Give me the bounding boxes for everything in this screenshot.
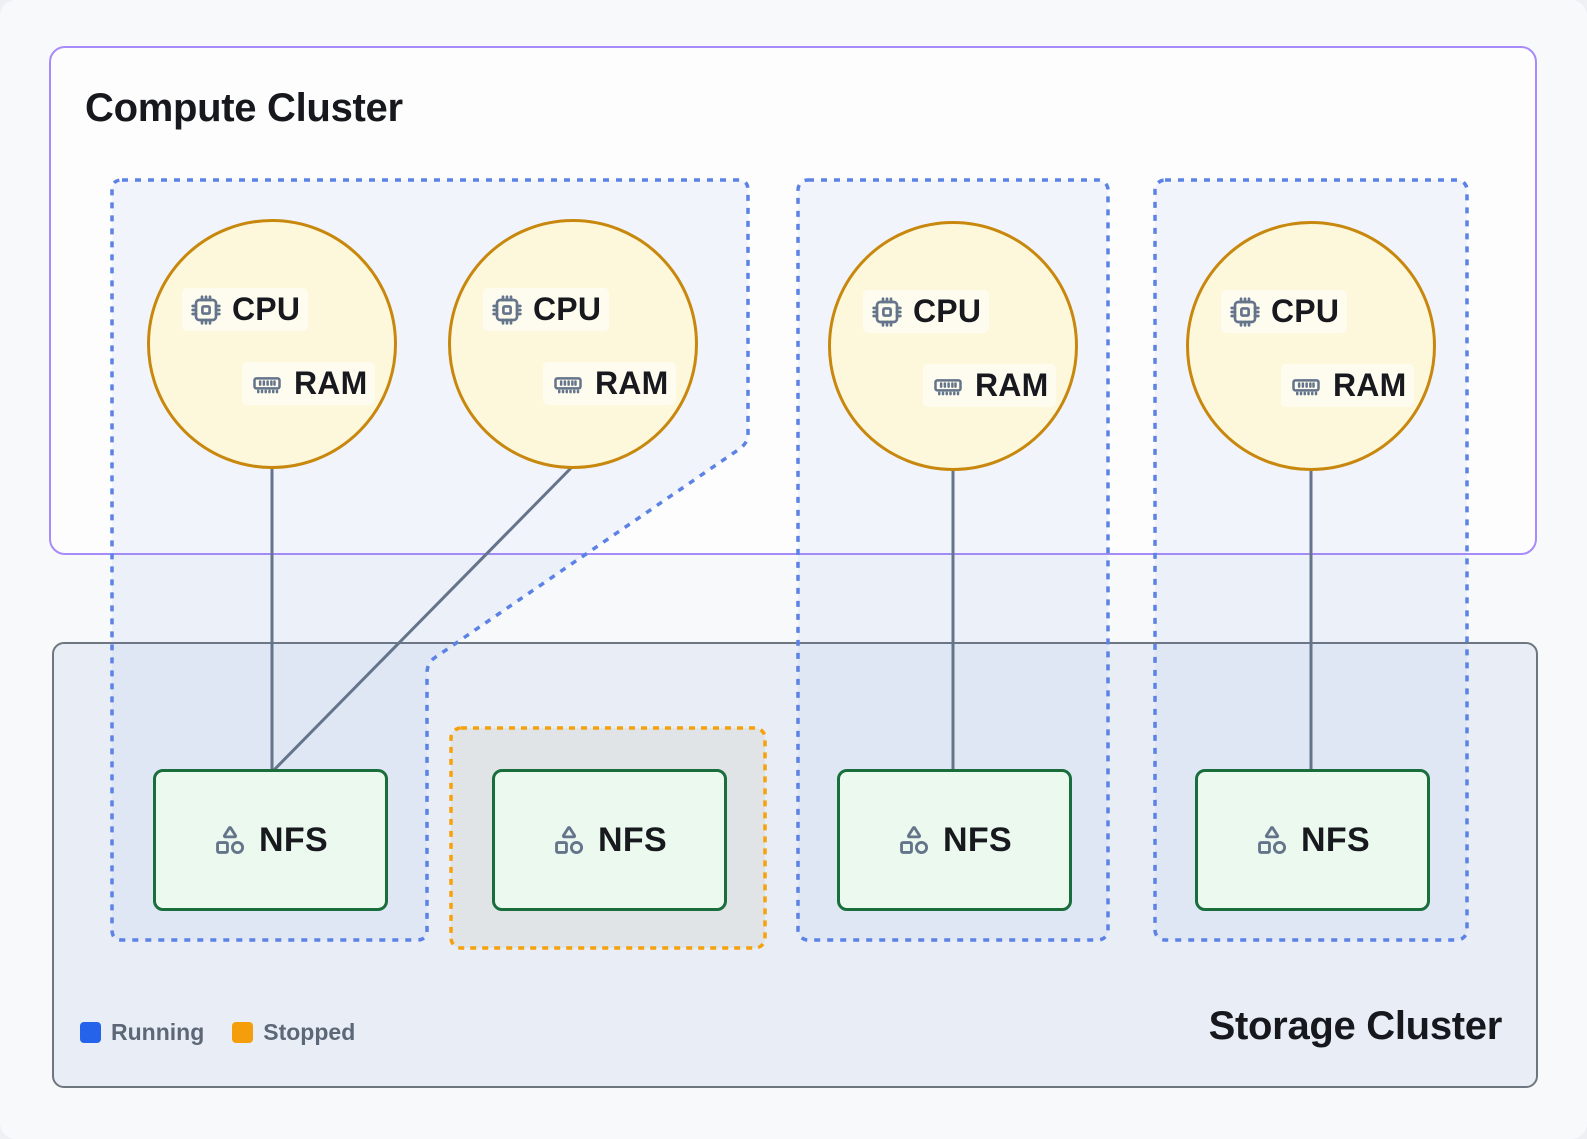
cpu-chip: CPU [182, 288, 309, 331]
cpu-label: CPU [1271, 293, 1340, 329]
cpu-icon [492, 294, 522, 325]
ram-icon [934, 378, 962, 395]
cpu-icon [872, 296, 902, 327]
cpu-icon [191, 294, 221, 325]
ram-chip: RAM [543, 362, 677, 405]
edge-vm2-nfs1 [270, 464, 575, 774]
stopped-legend-label: Stopped [263, 1019, 356, 1045]
vm-node-1[interactable]: CPU RAM [147, 219, 397, 469]
ram-label: RAM [595, 365, 669, 401]
cpu-chip: CPU [483, 288, 610, 331]
running-legend-label: Running [111, 1019, 205, 1045]
legend-item-running: Running [80, 1019, 204, 1046]
compute-cluster-title: Compute Cluster [85, 86, 403, 130]
nfs-label: NFS [943, 820, 1012, 859]
vm-node-3[interactable]: CPU RAM [828, 221, 1078, 471]
vm-node-4[interactable]: CPU RAM [1186, 221, 1436, 471]
cpu-label: CPU [913, 293, 982, 329]
ram-label: RAM [294, 365, 368, 401]
shapes-icon [1258, 826, 1287, 855]
stopped-status-swatch [232, 1022, 254, 1043]
nfs-node-2[interactable]: NFS [492, 769, 727, 911]
ram-chip: RAM [1281, 364, 1415, 407]
cpu-label: CPU [232, 291, 301, 327]
cpu-chip: CPU [1221, 290, 1348, 333]
nfs-label: NFS [259, 820, 328, 859]
ram-chip: RAM [923, 364, 1057, 407]
ram-icon [1292, 378, 1320, 395]
ram-icon [253, 376, 281, 393]
running-status-swatch [80, 1022, 101, 1043]
nfs-label: NFS [598, 820, 667, 859]
status-legend: Running Stopped [80, 1019, 355, 1046]
ram-icon [554, 376, 582, 393]
storage-cluster-title: Storage Cluster [1208, 1004, 1503, 1048]
vm-node-2[interactable]: CPU RAM [448, 219, 698, 469]
shapes-icon [900, 826, 929, 855]
cpu-icon [1230, 296, 1260, 327]
nfs-node-1[interactable]: NFS [153, 769, 388, 911]
cpu-label: CPU [533, 291, 602, 327]
nfs-node-4[interactable]: NFS [1195, 769, 1430, 911]
nfs-node-3[interactable]: NFS [837, 769, 1072, 911]
nfs-label: NFS [1301, 820, 1370, 859]
cpu-chip: CPU [863, 290, 990, 333]
ram-label: RAM [975, 367, 1049, 403]
legend-item-stopped: Stopped [232, 1019, 355, 1046]
ram-chip: RAM [242, 362, 376, 405]
ram-label: RAM [1333, 367, 1407, 403]
shapes-icon [555, 826, 584, 855]
shapes-icon [216, 826, 245, 855]
